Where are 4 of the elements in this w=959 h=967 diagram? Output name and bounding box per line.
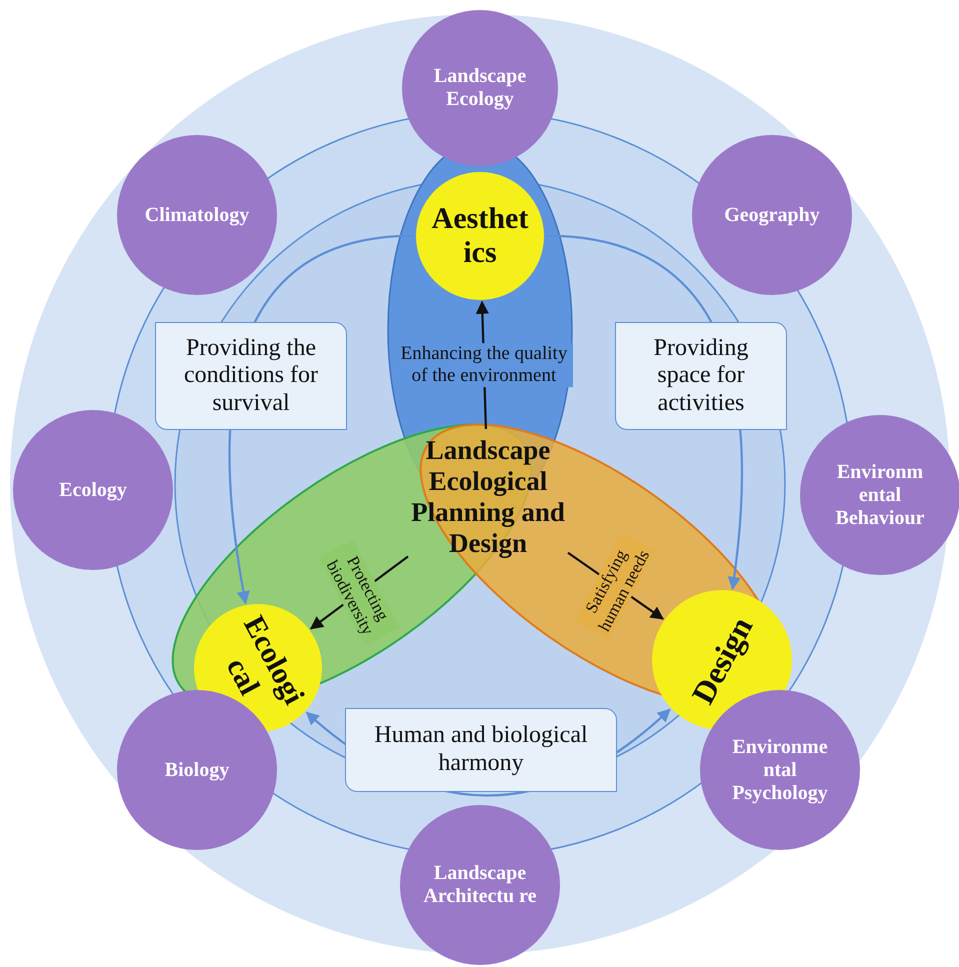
edge-label: Human and biological harmony <box>345 708 617 792</box>
edge-label: Providing the conditions for survival <box>155 322 347 430</box>
central-title: Landscape Ecological Planning and Design <box>410 431 566 563</box>
edge-label: Providing space for activities <box>615 322 787 430</box>
